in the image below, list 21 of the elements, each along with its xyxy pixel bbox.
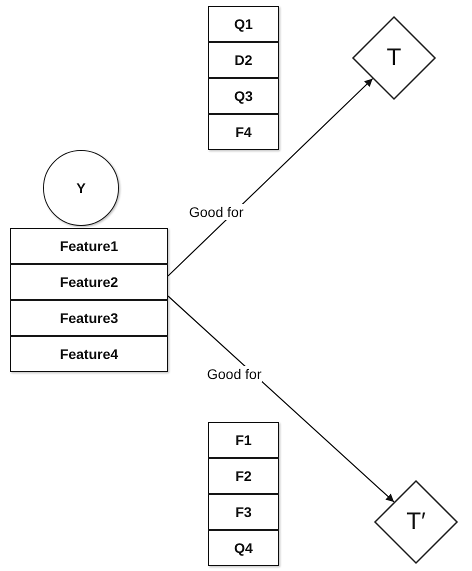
- node-label: T: [386, 44, 402, 72]
- table-row: Q1: [208, 6, 279, 42]
- table-row: F3: [208, 494, 279, 530]
- table-row: Q4: [208, 530, 279, 566]
- table-row: Feature2: [10, 264, 168, 300]
- edge-label: Good for: [206, 366, 262, 382]
- arrow: [168, 296, 394, 502]
- arrow: [168, 78, 374, 276]
- circle-node: Y: [43, 150, 119, 226]
- diamond-node: [374, 480, 458, 564]
- diamond-node: [352, 16, 436, 100]
- table-row: F2: [208, 458, 279, 494]
- table-row: Feature3: [10, 300, 168, 336]
- node-label: T′: [406, 508, 426, 536]
- table-row: F1: [208, 422, 279, 458]
- table-row: D2: [208, 42, 279, 78]
- table-row: Feature4: [10, 336, 168, 372]
- table-row: F4: [208, 114, 279, 150]
- edge-label: Good for: [188, 204, 244, 220]
- table-row: Q3: [208, 78, 279, 114]
- table-row: Feature1: [10, 228, 168, 264]
